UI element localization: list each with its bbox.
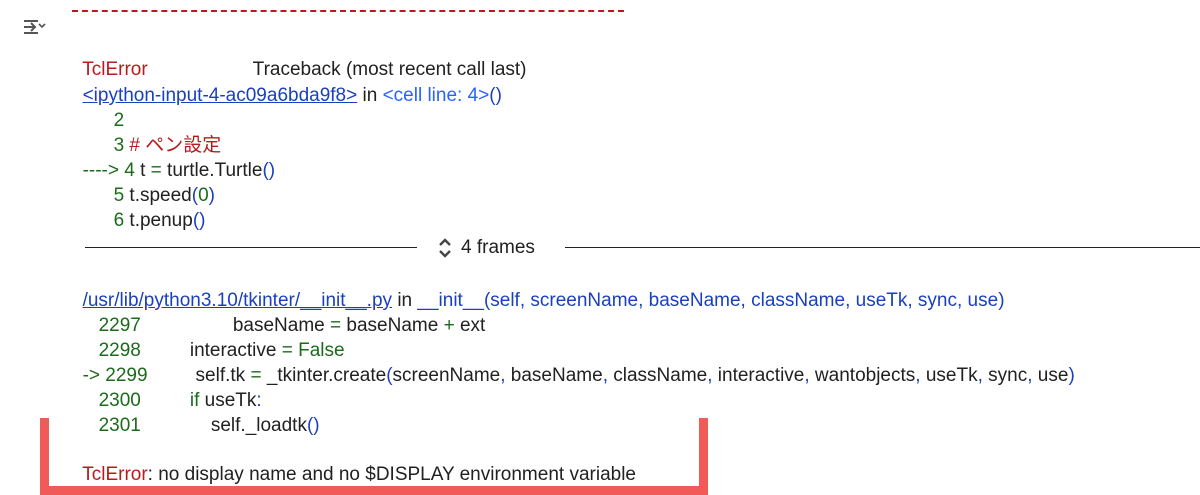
code-line: 6 t.penup() (103, 185, 206, 233)
traceback-separator (72, 10, 624, 12)
code-line: 2300 if useTk: (88, 365, 262, 413)
line-number: 2301 (98, 415, 141, 436)
line-number: 2299 (105, 365, 148, 386)
error-name: TclError (82, 59, 148, 80)
code-text: t = turtle.Turtle() (140, 160, 276, 181)
code-text: baseName = baseName + ext (232, 315, 486, 336)
code-line: 5 t.speed(0) (103, 160, 215, 208)
line-number: 2297 (98, 315, 141, 336)
cell-line-parens: () (489, 85, 502, 106)
expand-collapse-chevron-icon[interactable] (437, 237, 453, 259)
code-line: 3 # ペン設定 (103, 110, 222, 158)
cell-line-link[interactable]: <cell line: 4> (382, 85, 490, 106)
code-comment: # ペン設定 (129, 135, 222, 156)
code-text: if useTk: (189, 390, 262, 411)
line-number: 6 (113, 210, 125, 231)
frames-collapse-row: 4 frames (85, 236, 1200, 260)
frames-rule-right (565, 247, 1200, 248)
traceback-location: <ipython-input-4-ac09a6bda9f8> in <cell … (72, 60, 502, 108)
function-signature: __init__(self, screenName, baseName, cla… (417, 290, 1005, 311)
frames-count-label[interactable]: 4 frames (461, 237, 535, 258)
current-line-arrow: -> (82, 365, 106, 386)
line-number: 2 (113, 110, 125, 131)
code-text: t.penup() (129, 210, 206, 231)
in-word: in (362, 85, 378, 106)
traceback-title: Traceback (most recent call last) (252, 59, 527, 80)
final-error-message: TclError: no display name and no $DISPLA… (72, 439, 636, 487)
current-line-arrow: ----> (82, 160, 125, 181)
file-link[interactable]: /usr/lib/python3.10/tkinter/__init__.py (82, 290, 393, 311)
code-line-current: -> 2299 self.tk = _tkinter.create(screenN… (72, 340, 1075, 388)
frames-toggle[interactable]: 4 frames (437, 236, 535, 260)
line-number: 3 (113, 135, 125, 156)
frames-rule-left (85, 247, 417, 248)
code-line: 2 (103, 85, 125, 133)
code-line: 2298 interactive = False (88, 315, 345, 363)
code-text: self.tk = _tkinter.create(screenName, ba… (195, 365, 1075, 386)
line-number: 5 (113, 185, 125, 206)
line-number: 2300 (98, 390, 141, 411)
code-line: 2301 self._loadtk() (88, 390, 320, 438)
code-text: interactive = False (189, 340, 345, 361)
error-highlight-annotation (40, 418, 708, 495)
line-number: 4 (124, 160, 135, 181)
final-error-text: : no display name and no $DISPLAY enviro… (147, 464, 636, 485)
code-text: self._loadtk() (210, 415, 320, 436)
line-number: 2298 (98, 340, 141, 361)
in-word: in (397, 290, 413, 311)
output-collapse-icon[interactable] (20, 14, 48, 42)
code-line-current: ----> 4 t = turtle.Turtle() (72, 135, 276, 183)
traceback-header: TclError Traceback (most recent call last… (72, 34, 527, 82)
code-text: t.speed(0) (129, 185, 215, 206)
input-link[interactable]: <ipython-input-4-ac09a6bda9f8> (82, 85, 358, 106)
frame-location: /usr/lib/python3.10/tkinter/__init__.py … (72, 265, 1005, 313)
code-line: 2297 baseName = baseName + ext (88, 290, 486, 338)
final-error-name: TclError (82, 464, 148, 485)
